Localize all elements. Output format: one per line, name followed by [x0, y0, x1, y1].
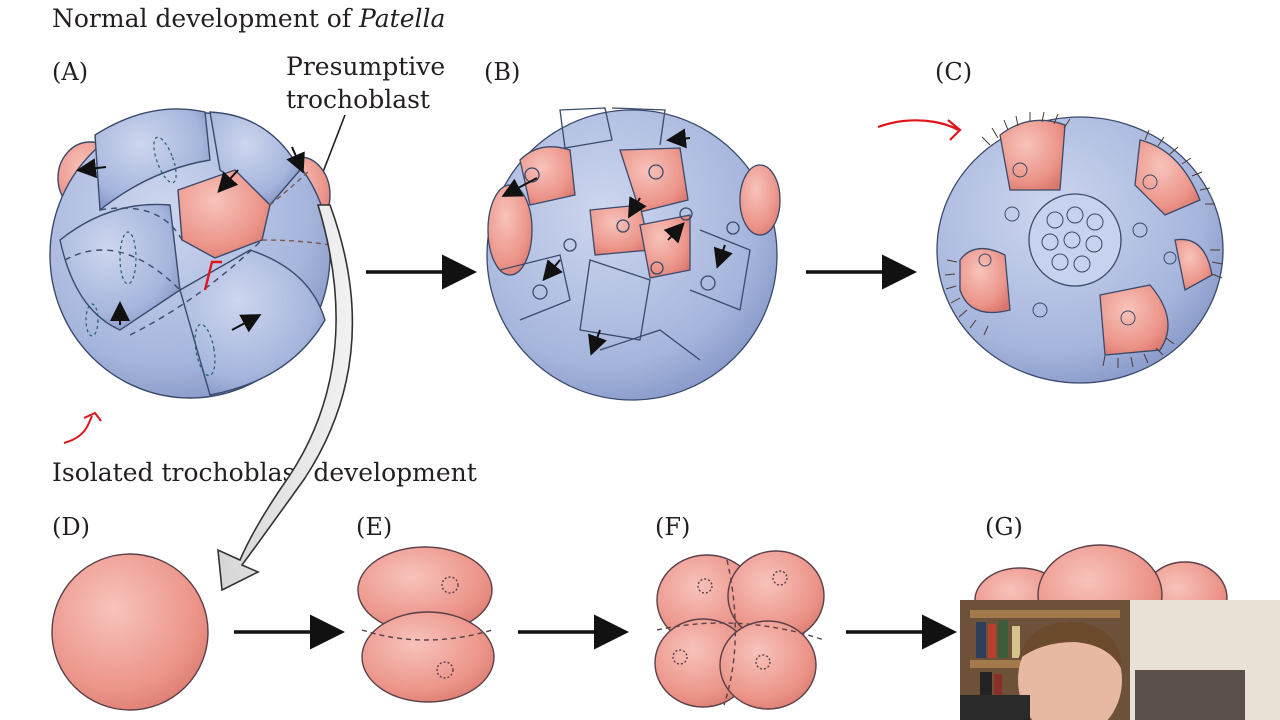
embryo-c [936, 116, 1224, 384]
webcam-overlay [960, 600, 1280, 720]
red-annotation-arrow [877, 119, 962, 141]
webcam-video-frame [960, 600, 1280, 720]
red-annotation-mark [203, 260, 222, 291]
embryo-a [49, 108, 331, 399]
cell-f-four-cell [654, 550, 825, 710]
callout-trochoblast: trochoblast [286, 85, 430, 114]
arrows-a [76, 146, 305, 333]
cell-e-two-cell [357, 546, 495, 703]
spindle-icons-a [85, 136, 216, 377]
cell-d-single [51, 553, 209, 711]
callout-presumptive: Presumptive [286, 52, 445, 81]
panel-label-a: (A) [52, 58, 88, 86]
embryo-b [486, 107, 781, 401]
panel-label-d: (D) [52, 513, 90, 541]
cilia-c [944, 111, 1223, 368]
curved-arrow-icon [217, 204, 354, 592]
section-title-normal: Normal development of Patella [52, 4, 445, 33]
panel-label-g: (G) [985, 513, 1023, 541]
panel-label-e: (E) [356, 513, 392, 541]
arrows-b [501, 128, 733, 356]
red-annotation-arrow [63, 411, 102, 444]
section-title-isolated: Isolated trochoblast development [52, 458, 477, 487]
panel-label-c: (C) [935, 58, 972, 86]
panel-label-f: (F) [655, 513, 690, 541]
panel-label-b: (B) [484, 58, 520, 86]
